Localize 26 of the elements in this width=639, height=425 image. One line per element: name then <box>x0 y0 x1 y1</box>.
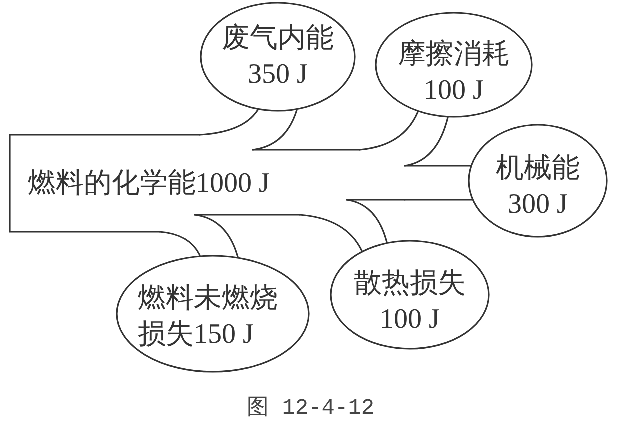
flow-line <box>299 214 363 252</box>
flow-line <box>404 117 449 167</box>
node-label: 350 J <box>248 58 308 92</box>
figure-caption: 图 12-4-12 <box>247 396 375 422</box>
ellipse-bubble <box>116 255 310 373</box>
node-label: 300 J <box>508 188 568 222</box>
flow-line <box>404 165 472 167</box>
flow-line <box>159 231 201 256</box>
ellipse-bubble <box>330 240 490 350</box>
node-label: 100 J <box>380 303 440 337</box>
energy-flow-band <box>10 135 405 232</box>
ellipse-bubble <box>200 2 356 112</box>
node-label: 机械能 <box>496 152 580 186</box>
node-label: 废气内能 <box>222 22 334 56</box>
node-label: 燃料未燃烧损失150 J <box>138 282 279 352</box>
node-label: 散热损失 <box>354 267 466 301</box>
ellipse-bubble <box>468 124 608 238</box>
flow-line <box>199 109 259 136</box>
node-label: 摩擦消耗 <box>398 38 510 72</box>
node-label: 100 J <box>424 74 484 108</box>
flow-line <box>194 214 239 258</box>
flow-line <box>404 199 473 201</box>
flow-line <box>346 199 388 244</box>
ellipse-bubble <box>375 12 533 118</box>
flow-line <box>359 111 419 151</box>
node-label: 燃料的化学能1000 J <box>28 167 270 201</box>
